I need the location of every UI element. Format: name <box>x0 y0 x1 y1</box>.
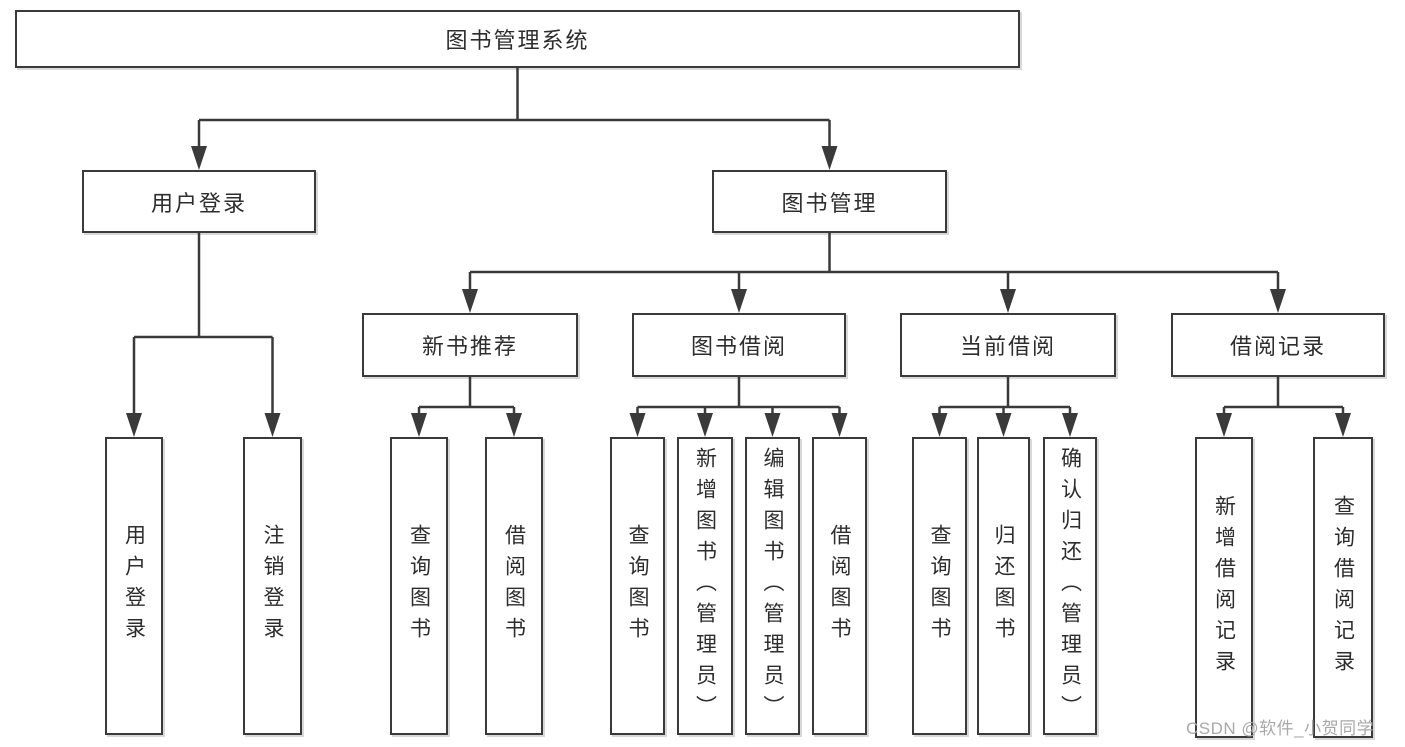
leaf-label: 新增借阅记录 <box>1212 494 1236 681</box>
leaf-label: 注销登录 <box>261 524 284 648</box>
leaf-label: 查询图书 <box>928 524 951 648</box>
node-current-borrow: 当前借阅 <box>900 313 1116 377</box>
leaf-label: 归还图书 <box>992 524 1015 648</box>
node-label: 当前借阅 <box>959 334 1056 359</box>
node-label: 用户登录 <box>150 190 247 216</box>
leaf-confirm-return-admin: 确认归还（管理员） <box>1043 437 1097 735</box>
leaf-query-book-current: 查询图书 <box>912 437 967 735</box>
node-label: 图书管理 <box>781 190 878 216</box>
leaf-query-book-borrow: 查询图书 <box>610 437 665 735</box>
leaf-return-book: 归还图书 <box>977 437 1030 735</box>
leaf-add-book-admin: 新增图书（管理员） <box>677 437 733 735</box>
node-book-borrow: 图书借阅 <box>632 313 846 377</box>
node-new-book-recommend: 新书推荐 <box>362 313 578 377</box>
leaf-label: 编辑图书（管理员） <box>761 446 784 726</box>
node-borrow-records: 借阅记录 <box>1171 313 1385 377</box>
leaf-query-borrow-record: 查询借阅记录 <box>1313 437 1373 738</box>
leaf-borrow-book: 借阅图书 <box>812 437 867 735</box>
node-user-login: 用户登录 <box>82 170 316 233</box>
leaf-label: 查询图书 <box>407 524 431 648</box>
node-book-management: 图书管理 <box>712 170 947 233</box>
leaf-add-borrow-record: 新增借阅记录 <box>1195 437 1253 738</box>
leaf-label: 借阅图书 <box>828 524 851 648</box>
leaf-label: 查询图书 <box>626 524 649 648</box>
leaf-user-login: 用户登录 <box>105 437 163 735</box>
node-book-management-system: 图书管理系统 <box>15 10 1020 68</box>
leaf-edit-book-admin: 编辑图书（管理员） <box>745 437 800 735</box>
leaf-query-book-recommend: 查询图书 <box>390 437 448 735</box>
leaf-label: 借阅图书 <box>502 524 526 648</box>
leaf-label: 用户登录 <box>122 524 146 648</box>
leaf-label: 查询借阅记录 <box>1331 494 1355 681</box>
node-label: 新书推荐 <box>421 334 518 359</box>
node-label: 图书借阅 <box>690 334 787 359</box>
csdn-watermark: CSDN @软件_小贺同学 <box>1186 719 1375 738</box>
leaf-label: 确认归还（管理员） <box>1058 446 1082 726</box>
node-label: 借阅记录 <box>1229 334 1326 359</box>
leaf-borrow-book-recommend: 借阅图书 <box>485 437 543 735</box>
leaf-label: 新增图书（管理员） <box>693 446 717 726</box>
leaf-logout: 注销登录 <box>243 437 302 735</box>
node-label: 图书管理系统 <box>445 28 590 53</box>
